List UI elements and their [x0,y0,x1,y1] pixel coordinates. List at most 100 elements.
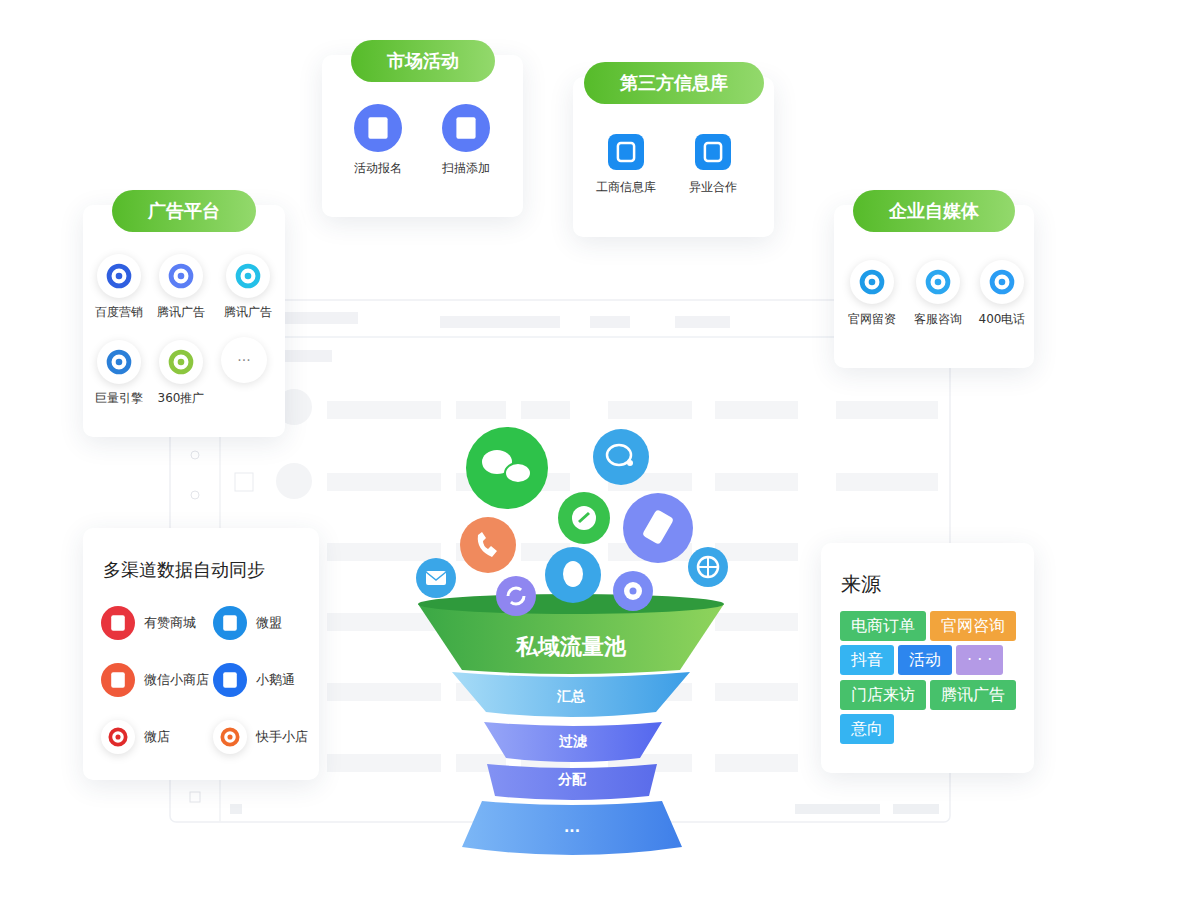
channel-item: 360推广 [158,340,205,406]
node-label: 广告平台 [112,190,256,232]
channel-item: 400电话 [979,260,1026,327]
source-tag: 电商订单 [840,611,926,641]
node-label: 抖音 [851,650,883,669]
source-tag: 腾讯广告 [930,680,1016,710]
source-tag: 抖音 [840,645,894,675]
node-label: 巨量引擎 [95,391,143,406]
node-label: 腾讯广告 [157,305,205,320]
channel-item: 客服咨询 [914,260,962,327]
funnel-band: 私域流量池 [418,592,724,672]
node-label: 360推广 [158,391,205,406]
tablet-icon [623,493,693,563]
node-label: 活动 [909,650,941,669]
node-label: 过滤 [484,733,662,751]
node-label: 门店来访 [851,685,915,704]
qq-icon [545,547,601,603]
source-tag: 门店来访 [840,680,926,710]
source-tag: 官网咨询 [930,611,1016,641]
channel-icon [226,254,270,298]
node-label: 活动报名 [354,161,402,176]
node-label: ... [462,819,682,835]
node-label: 意向 [851,719,883,738]
channel-icon [101,663,135,697]
node-label: 企业自媒体 [853,190,1015,232]
node-label: 微信小商店 [144,671,209,689]
node-label: 私域流量池 [418,632,724,662]
channel-icon [213,606,247,640]
node-label: 第三方信息库 [584,62,764,104]
channel-icon [980,260,1024,304]
channel-card: 市场活动活动报名扫描添加 [322,55,523,217]
sync-channel: 微盟 [213,606,282,640]
node-label: 分配 [487,771,657,789]
channel-icon [695,134,731,170]
channel-card: 来源电商订单 官网咨询抖音 活动 · · · 门店来访 腾讯广告意向 [821,543,1034,773]
funnel-band: ... [462,795,682,858]
node-label: 官网咨询 [941,616,1005,635]
source-tag: · · · [956,645,1003,675]
channel-icon [101,606,135,640]
node-label: 来源 [841,571,881,598]
funnel-shape [418,592,724,672]
wechat-icon [466,427,548,509]
channel-item: 腾讯广告 [157,254,205,320]
sync-channel: 微店 [101,720,170,754]
channel-icon [97,340,141,384]
channel-card: 多渠道数据自动同步有赞商城 微盟微信小商店小鹅通微店 快手小店 [83,528,319,780]
channel-item: 腾讯广告 [224,254,272,320]
node-label: · · · [967,650,992,669]
channel-item: 百度营销 [95,254,143,320]
source-tag: 意向 [840,714,894,744]
channel-icon [213,663,247,697]
sync-channel: 微信小商店 [101,663,209,697]
node-label: 腾讯广告 [224,305,272,320]
channel-icon [442,104,490,152]
email-icon [416,558,456,598]
funnel-band: 汇总 [452,668,690,720]
node-label: 腾讯广告 [941,685,1005,704]
channel-item: 官网留资 [848,260,896,327]
node-label: 微店 [144,728,170,746]
chat-icon [593,429,649,485]
source-tag: 活动 [898,645,952,675]
node-label: 异业合作 [689,180,737,195]
ball-icon [688,547,728,587]
channel-icon [850,260,894,304]
channel-icon [916,260,960,304]
node-label: 多渠道数据自动同步 [103,558,265,582]
node-label: 百度营销 [95,305,143,320]
funnel-band: 过滤 [484,718,662,765]
node-label: 市场活动 [351,40,495,82]
refresh-icon [496,576,536,616]
channel-card: 企业自媒体官网留资客服咨询400电话 [834,205,1034,368]
funnel-band: 分配 [487,760,657,803]
node-label: 客服咨询 [914,312,962,327]
channel-card: 第三方信息库工商信息库异业合作 [573,77,774,237]
channel-icon [97,254,141,298]
mini-program-icon [558,492,610,544]
channel-icon [101,720,135,754]
channel-item: 活动报名 [354,104,402,176]
node-label: 电商订单 [851,616,915,635]
channel-icon [354,104,402,152]
phone-icon [460,517,516,573]
channel-icon [159,340,203,384]
channel-item: 工商信息库 [596,134,656,195]
node-label: 工商信息库 [596,180,656,195]
node-label: 400电话 [979,312,1026,327]
node-label: 快手小店 [256,728,308,746]
channel-item: 异业合作 [689,134,737,195]
node-label: 官网留资 [848,312,896,327]
node-label: 微盟 [256,614,282,632]
sync-channel: 小鹅通 [213,663,295,697]
node-label: 扫描添加 [442,161,490,176]
node-label: ··· [237,352,250,368]
sync-channel: 有赞商城 [101,606,196,640]
channel-card: 广告平台百度营销腾讯广告腾讯广告巨量引擎360推广··· [83,205,285,437]
channel-icon [159,254,203,298]
more-circle: ··· [221,337,267,383]
record-icon [613,571,653,611]
channel-icon [213,720,247,754]
node-label: 汇总 [452,688,690,706]
channel-item: 扫描添加 [442,104,490,176]
